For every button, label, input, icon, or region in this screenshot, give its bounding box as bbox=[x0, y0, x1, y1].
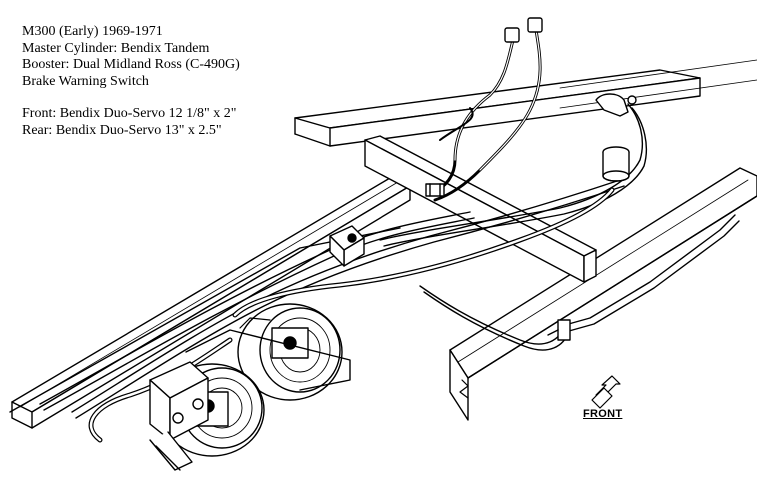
left-frame-rail bbox=[12, 178, 410, 428]
upper-frame-rail bbox=[295, 60, 757, 146]
right-frame-rail bbox=[450, 168, 757, 420]
model-title: M300 (Early) 1969-1971 bbox=[22, 24, 163, 39]
warning-switch-spec: Brake Warning Switch bbox=[22, 73, 149, 89]
rail-bracket bbox=[548, 320, 570, 340]
flex-hoses bbox=[430, 18, 542, 200]
vacuum-hose bbox=[91, 190, 612, 440]
vacuum-canister bbox=[596, 94, 636, 181]
master-cylinder bbox=[150, 362, 208, 470]
booster-spec: Booster: Dual Midland Ross (C-490G) bbox=[22, 57, 240, 72]
rear-brake-spec: Rear: Bendix Duo-Servo 13" x 2.5" bbox=[22, 122, 222, 138]
spec-text-block: M300 (Early) 1969-1971 Master Cylinder: … bbox=[22, 24, 284, 139]
cross-member bbox=[365, 136, 596, 282]
warning-switch-block bbox=[330, 226, 364, 266]
booster-bracket bbox=[186, 318, 350, 390]
brake-lines bbox=[10, 104, 739, 418]
front-direction-label: FRONT bbox=[583, 408, 623, 420]
front-brake-spec: Front: Bendix Duo-Servo 12 1/8" x 2" bbox=[22, 106, 237, 121]
spec-spacer bbox=[22, 90, 284, 106]
junction-block bbox=[426, 184, 444, 196]
front-arrow-icon bbox=[592, 376, 620, 408]
master-cylinder-spec: Master Cylinder: Bendix Tandem bbox=[22, 40, 210, 56]
